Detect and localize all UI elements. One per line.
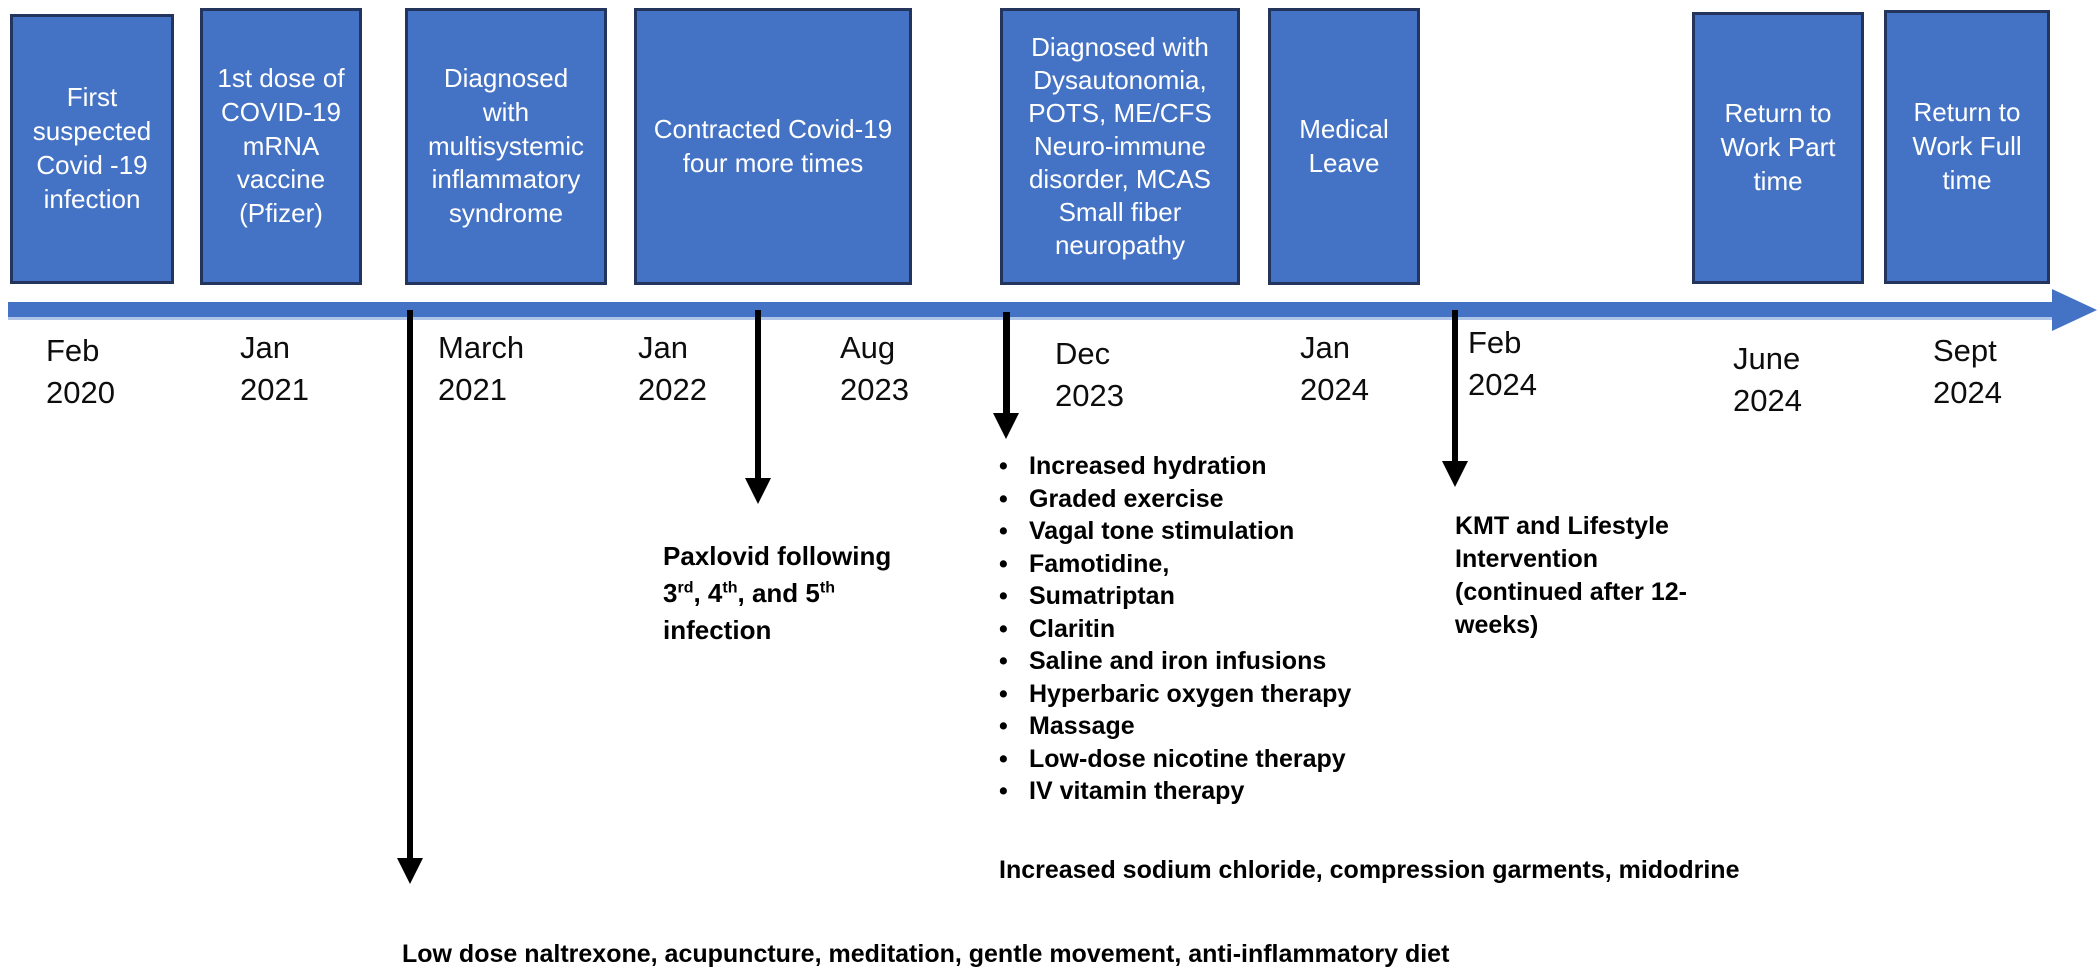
date-month: Jan [638, 330, 688, 365]
note-kmt-line: KMT and Lifestyle [1455, 512, 1669, 540]
list-item: •Sumatriptan [999, 582, 1175, 610]
date-feb-2024: Feb 2024 [1468, 322, 1537, 406]
event-label: 1st dose of COVID-19 mRNA vaccine (Pfize… [217, 63, 345, 229]
date-month: June [1733, 341, 1801, 376]
date-month: Dec [1055, 336, 1111, 371]
note-kmt-line: weeks) [1455, 611, 1539, 639]
timeline-axis [8, 302, 2054, 320]
date-march-2021: March 2021 [438, 327, 524, 411]
event-box-mis-diagnosis: Diagnosed with multisystemic inflammator… [405, 8, 607, 285]
event-label: Return to Work Full time [1912, 97, 2022, 195]
note-paxlovid-line2: 3rd, 4th, and 5th [663, 578, 835, 608]
down-arrow-feb-2024-head-icon [1442, 461, 1468, 487]
date-june-2024: June 2024 [1733, 338, 1802, 422]
down-arrow-dec-2023-head-icon [993, 413, 1019, 439]
down-arrow-march-2021 [407, 310, 413, 860]
date-month: Feb [1468, 325, 1522, 360]
down-arrow-jan-2022 [755, 310, 761, 480]
bullet-icon: • [999, 712, 1008, 740]
date-year: 2024 [1933, 375, 2002, 410]
list-item: •Famotidine, [999, 549, 1170, 578]
bullet-icon: • [999, 517, 1008, 545]
down-arrow-march-2021-head-icon [397, 858, 423, 884]
timeline-axis-arrowhead-icon [2052, 289, 2097, 331]
note-kmt-lifestyle: KMT and Lifestyle Intervention (continue… [1455, 510, 1687, 642]
event-box-contracted-covid-four-times: Contracted Covid-19 four more times [634, 8, 912, 285]
date-month: Sept [1933, 333, 1997, 368]
down-arrow-dec-2023 [1003, 312, 1010, 415]
event-label: Medical Leave [1299, 113, 1389, 178]
date-month: Aug [840, 330, 896, 365]
list-item: •Claritin [999, 614, 1116, 643]
event-box-first-vaccine-dose: 1st dose of COVID-19 mRNA vaccine (Pfize… [200, 8, 362, 285]
down-arrow-feb-2024 [1452, 310, 1458, 463]
list-item: •Saline and iron infusions [999, 647, 1327, 675]
list-item: •Massage [999, 712, 1135, 740]
event-box-dysautonomia-diagnosis: Diagnosed with Dysautonomia, POTS, ME/CF… [1000, 8, 1240, 285]
list-item: •Vagal tone stimulation [999, 517, 1295, 545]
date-year: 2024 [1300, 372, 1369, 407]
bullet-icon: • [999, 614, 1008, 643]
date-year: 2024 [1733, 383, 1802, 418]
date-year: 2022 [638, 372, 707, 407]
note-paxlovid-line3: infection [663, 615, 772, 645]
bullet-icon: • [999, 679, 1008, 708]
bullet-icon: • [999, 647, 1008, 675]
note-paxlovid-line1: Paxlovid following [663, 541, 892, 571]
event-label: Diagnosed with Dysautonomia, POTS, ME/CF… [1028, 31, 1212, 261]
event-label: Contracted Covid-19 four more times [653, 113, 893, 178]
date-jan-2024: Jan 2024 [1300, 327, 1369, 411]
date-month: Feb [46, 333, 100, 368]
note-sodium-chloride: Increased sodium chloride, compression g… [999, 856, 1740, 884]
list-item: •Hyperbaric oxygen therapy [999, 679, 1352, 708]
date-month: Jan [1300, 330, 1350, 365]
list-item: •Low-dose nicotine therapy [999, 744, 1346, 773]
date-dec-2023: Dec 2023 [1055, 333, 1124, 417]
date-feb-2020: Feb 2020 [46, 330, 115, 414]
event-box-medical-leave: Medical Leave [1268, 8, 1420, 285]
date-aug-2023: Aug 2023 [840, 327, 909, 411]
bullet-icon: • [999, 582, 1008, 610]
date-year: 2020 [46, 375, 115, 410]
list-item: •IV vitamin therapy [999, 777, 1245, 805]
note-kmt-line: (continued after 12- [1455, 578, 1687, 606]
note-low-dose-naltrexone: Low dose naltrexone, acupuncture, medita… [402, 940, 1450, 968]
date-year: 2023 [1055, 378, 1124, 413]
date-year: 2023 [840, 372, 909, 407]
event-label: Diagnosed with multisystemic inflammator… [427, 63, 584, 229]
bullet-icon: • [999, 549, 1008, 578]
date-jan-2022: Jan 2022 [638, 327, 707, 411]
list-item: •Increased hydration [999, 452, 1267, 480]
event-box-first-suspected-infection: First suspected Covid -19 infection [10, 14, 174, 284]
bullet-icon: • [999, 777, 1008, 805]
date-year: 2021 [240, 372, 309, 407]
bullet-icon: • [999, 452, 1008, 480]
date-sept-2024: Sept 2024 [1933, 330, 2002, 414]
note-kmt-line: Intervention [1455, 545, 1599, 573]
date-year: 2024 [1468, 367, 1537, 402]
date-year: 2021 [438, 372, 507, 407]
list-dec-2023-interventions: •Increased hydration •Graded exercise •V… [999, 452, 1351, 810]
date-jan-2021: Jan 2021 [240, 327, 309, 411]
event-box-return-full-time: Return to Work Full time [1884, 10, 2050, 284]
date-month: Jan [240, 330, 290, 365]
down-arrow-jan-2022-head-icon [745, 478, 771, 504]
bullet-icon: • [999, 484, 1008, 513]
event-label: Return to Work Part time [1720, 98, 1836, 196]
event-label: First suspected Covid -19 infection [32, 82, 152, 214]
date-month: March [438, 330, 525, 365]
bullet-icon: • [999, 744, 1008, 773]
note-paxlovid: Paxlovid following 3rd, 4th, and 5th inf… [663, 538, 891, 649]
event-box-return-part-time: Return to Work Part time [1692, 12, 1864, 284]
list-item: •Graded exercise [999, 484, 1224, 513]
